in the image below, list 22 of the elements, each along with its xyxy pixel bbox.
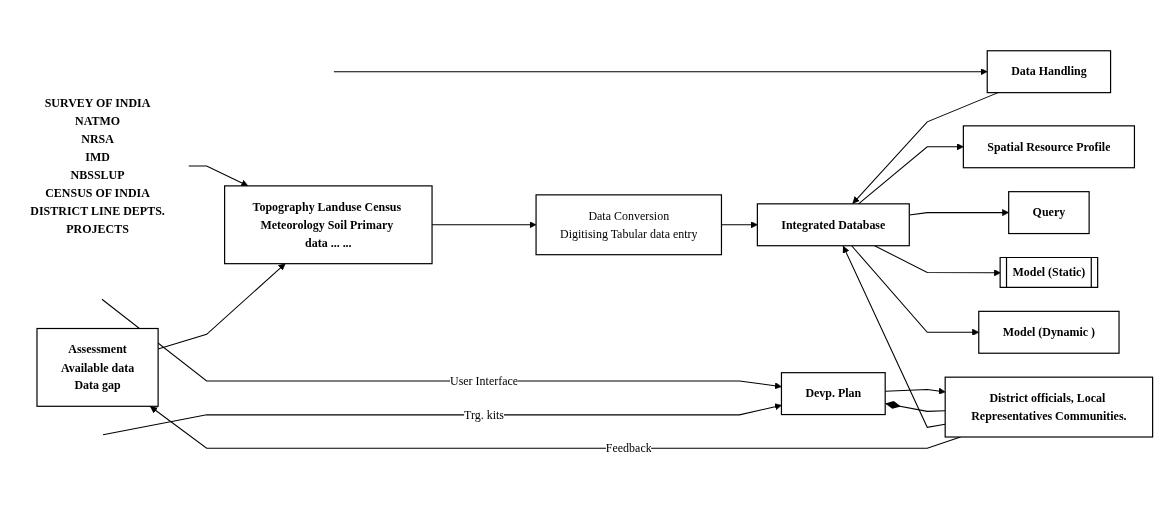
node-box: Devp. Plan bbox=[780, 372, 886, 416]
arrow bbox=[101, 298, 782, 390]
node-box: Data Conversion Digitising Tabular data entry bbox=[535, 194, 723, 256]
edge-label: User Interface bbox=[450, 374, 519, 388]
edge-label: Trg. kits bbox=[464, 408, 505, 422]
node-box: Assessment Available data Data gap bbox=[36, 327, 159, 407]
node-box: Spatial Resource Profile bbox=[962, 125, 1136, 169]
node-box: Model (Dynamic ) bbox=[978, 310, 1120, 354]
arrow bbox=[842, 245, 946, 428]
arrow bbox=[851, 92, 999, 205]
arrow bbox=[333, 68, 988, 76]
node-box: District officials, Local Representatives Communities. bbox=[944, 376, 1154, 438]
node-box: Data Handling bbox=[986, 50, 1112, 94]
arrow bbox=[188, 165, 249, 187]
node-text: SURVEY OF INDIA NATMO NRSA IMD NBSSLUP CENSUS OF INDIA DISTRICT LINE DEPTS. PROJECTS bbox=[30, 96, 165, 235]
arrow bbox=[874, 245, 1001, 277]
node-box: Integrated Database bbox=[756, 203, 910, 247]
node-box: Topography Landuse Census Meteorology Soil Primary data ... ... bbox=[224, 185, 433, 265]
arrow bbox=[858, 143, 964, 205]
edge-label: Feedback bbox=[605, 441, 652, 455]
arrow bbox=[102, 403, 782, 436]
node-box: Query bbox=[1008, 191, 1090, 235]
